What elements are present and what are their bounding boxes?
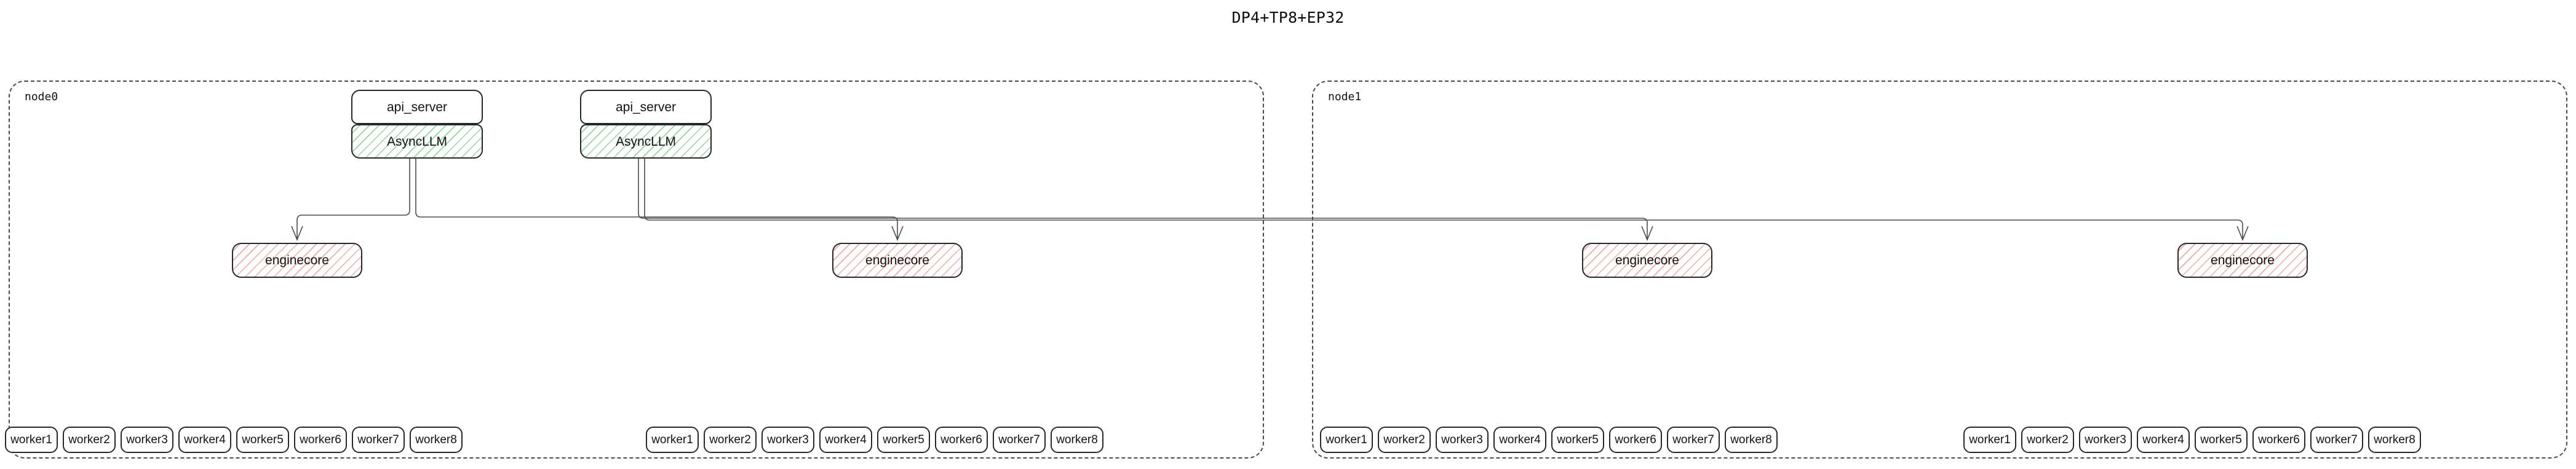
worker-label: worker2 <box>1383 433 1425 446</box>
enginecore-label: enginecore <box>1615 253 1679 267</box>
api-server-label: api_server <box>615 100 677 114</box>
worker-box[interactable]: worker8 <box>1051 427 1103 453</box>
worker-label: worker2 <box>2027 433 2069 446</box>
worker-box[interactable]: worker2 <box>63 427 116 453</box>
worker-box[interactable]: worker7 <box>2310 427 2363 453</box>
worker-box[interactable]: worker8 <box>1725 427 1778 453</box>
page-title: DP4+TP8+EP32 <box>1231 9 1345 26</box>
enginecore-box[interactable]: enginecore <box>2177 243 2308 278</box>
worker-box[interactable]: worker4 <box>2137 427 2190 453</box>
worker-label: worker8 <box>2374 433 2415 446</box>
worker-box[interactable]: worker8 <box>2368 427 2421 453</box>
worker-box[interactable]: worker7 <box>1667 427 1720 453</box>
worker-label: worker8 <box>415 433 457 446</box>
node-label-node1: node1 <box>1328 90 1362 103</box>
node-container-node0: node0 <box>9 81 1264 459</box>
worker-box[interactable]: worker5 <box>877 427 930 453</box>
worker-label: worker8 <box>1730 433 1772 446</box>
worker-label: worker7 <box>1672 433 1714 446</box>
enginecore-box[interactable]: enginecore <box>832 243 963 278</box>
asyncllm-box[interactable]: AsyncLLM <box>351 124 483 159</box>
api-server-box[interactable]: api_server <box>351 90 483 124</box>
worker-box[interactable]: worker3 <box>761 427 814 453</box>
worker-box[interactable]: worker3 <box>121 427 173 453</box>
node-container-node1: node1 <box>1312 81 2567 459</box>
worker-label: worker4 <box>1499 433 1541 446</box>
asyncllm-box[interactable]: AsyncLLM <box>580 124 712 159</box>
worker-label: worker5 <box>1557 433 1599 446</box>
worker-label: worker6 <box>300 433 341 446</box>
asyncllm-label: AsyncLLM <box>615 134 677 149</box>
worker-box[interactable]: worker5 <box>236 427 289 453</box>
worker-label: worker3 <box>126 433 168 446</box>
worker-label: worker2 <box>709 433 751 446</box>
worker-label: worker4 <box>825 433 867 446</box>
worker-box[interactable]: worker7 <box>352 427 405 453</box>
worker-label: worker7 <box>998 433 1040 446</box>
worker-box[interactable]: worker8 <box>410 427 463 453</box>
worker-box[interactable]: worker6 <box>935 427 988 453</box>
worker-box[interactable]: worker1 <box>646 427 699 453</box>
worker-label: worker6 <box>2258 433 2300 446</box>
worker-box[interactable]: worker6 <box>1609 427 1662 453</box>
worker-label: worker6 <box>940 433 982 446</box>
asyncllm-label: AsyncLLM <box>386 134 448 149</box>
worker-box[interactable]: worker6 <box>294 427 347 453</box>
worker-label: worker3 <box>1441 433 1483 446</box>
enginecore-label: enginecore <box>865 253 929 267</box>
worker-box[interactable]: worker2 <box>2021 427 2074 453</box>
enginecore-box[interactable]: enginecore <box>1582 243 1712 278</box>
api-server-box[interactable]: api_server <box>580 90 712 124</box>
worker-box[interactable]: worker5 <box>2195 427 2248 453</box>
worker-box[interactable]: worker4 <box>819 427 872 453</box>
worker-box[interactable]: worker3 <box>2079 427 2132 453</box>
worker-label: worker5 <box>883 433 924 446</box>
enginecore-label: enginecore <box>265 253 329 267</box>
worker-label: worker1 <box>1969 433 2011 446</box>
worker-box[interactable]: worker1 <box>1320 427 1373 453</box>
worker-box[interactable]: worker2 <box>1378 427 1431 453</box>
worker-box[interactable]: worker3 <box>1436 427 1489 453</box>
worker-label: worker7 <box>2316 433 2358 446</box>
worker-label: worker1 <box>1326 433 1367 446</box>
enginecore-box[interactable]: enginecore <box>232 243 362 278</box>
worker-label: worker1 <box>10 433 52 446</box>
worker-label: worker5 <box>2200 433 2242 446</box>
worker-box[interactable]: worker4 <box>178 427 231 453</box>
worker-label: worker6 <box>1615 433 1656 446</box>
worker-label: worker1 <box>651 433 693 446</box>
worker-label: worker2 <box>68 433 110 446</box>
worker-box[interactable]: worker2 <box>704 427 757 453</box>
worker-label: worker4 <box>2142 433 2184 446</box>
worker-box[interactable]: worker6 <box>2252 427 2305 453</box>
worker-label: worker3 <box>2085 433 2126 446</box>
enginecore-label: enginecore <box>2211 253 2275 267</box>
worker-box[interactable]: worker1 <box>1963 427 2016 453</box>
worker-box[interactable]: worker1 <box>5 427 58 453</box>
worker-box[interactable]: worker4 <box>1493 427 1546 453</box>
api-server-label: api_server <box>386 100 448 114</box>
worker-label: worker7 <box>357 433 399 446</box>
worker-label: worker8 <box>1056 433 1098 446</box>
worker-box[interactable]: worker5 <box>1551 427 1604 453</box>
worker-label: worker4 <box>184 433 226 446</box>
worker-label: worker5 <box>242 433 284 446</box>
node-label-node0: node0 <box>25 90 58 103</box>
worker-label: worker3 <box>767 433 809 446</box>
worker-box[interactable]: worker7 <box>993 427 1046 453</box>
